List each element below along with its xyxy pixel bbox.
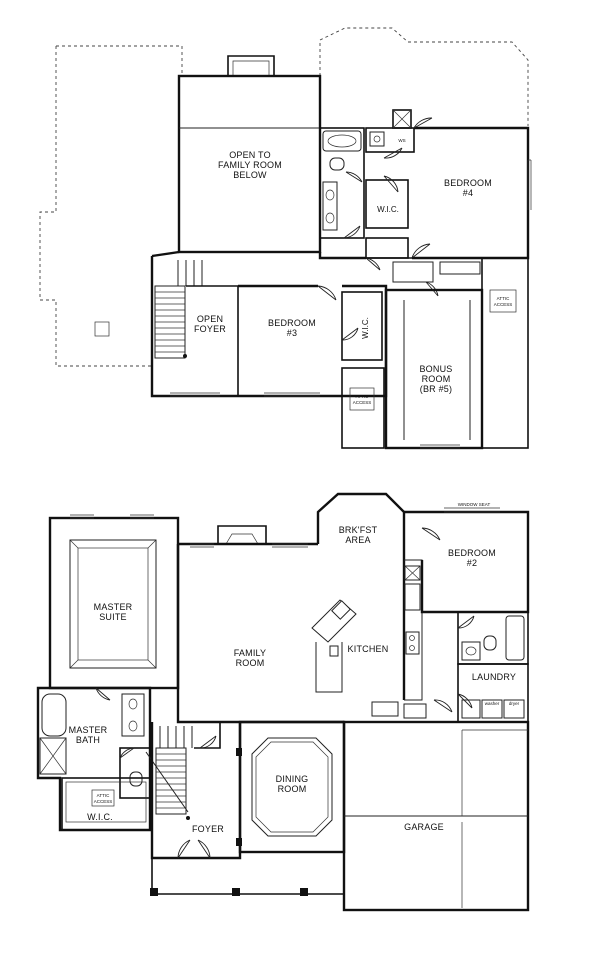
kitchen-island	[311, 599, 357, 693]
master-vanity	[121, 693, 145, 737]
upper-bath	[319, 127, 365, 239]
kitchen-label: KITCHEN	[348, 644, 389, 654]
roof-outline-right	[319, 27, 529, 126]
open-to-family-label-3: BELOW	[233, 170, 267, 180]
bonus-room-label-1: BONUS	[419, 364, 452, 374]
utility-sink	[461, 699, 481, 719]
washer-label: washer	[485, 701, 500, 706]
bath-2-toilet	[483, 635, 497, 651]
upper-vanity	[322, 181, 338, 231]
open-to-family-label-2: FAMILY ROOM	[218, 160, 282, 170]
wic-upper-label: W.I.C.	[377, 205, 399, 214]
upper-floor: OPEN TO FAMILY ROOM BELOW WS W.I.C. BEDR…	[39, 27, 532, 450]
brkfst-area	[316, 492, 406, 700]
open-foyer-label-1: OPEN	[197, 314, 223, 324]
laundry-label: LAUNDRY	[472, 672, 516, 682]
bedroom-2-label-1: BEDROOM	[448, 548, 496, 558]
refrigerator	[404, 583, 421, 611]
wic-vertical	[341, 291, 383, 361]
main-floor: MASTER SUITE FAMILY ROOM BRK'FST AREA KI…	[36, 492, 530, 912]
attic-access-upper-left-label-1: ATTIC	[356, 394, 369, 399]
master-suite-label-1: MASTER	[94, 602, 133, 612]
attic-access-main-label-1: ATTIC	[97, 793, 110, 798]
master-bath-label-1: MASTER	[69, 725, 108, 735]
washer	[481, 699, 503, 719]
open-foyer-label-2: FOYER	[194, 324, 226, 334]
master-bath-label-2: BATH	[76, 735, 100, 745]
master-bath	[36, 686, 152, 832]
open-foyer-rail	[186, 285, 239, 396]
bedroom-3-label-2: #3	[287, 328, 297, 338]
open-to-family-label-1: OPEN TO	[229, 150, 271, 160]
dining-room-label-1: DINING	[276, 774, 309, 784]
dryer-label: dryer	[509, 701, 520, 706]
master-wic-label: W.I.C.	[87, 812, 113, 822]
garage-label: GARAGE	[404, 822, 444, 832]
attic-access-upper-right	[481, 257, 529, 449]
wic-upper	[365, 179, 409, 229]
ws-label: WS	[398, 138, 405, 143]
attic-access-upper-right-label-2: ACCESS	[494, 302, 513, 307]
hvac-box	[392, 109, 412, 129]
brkfst-area-label-1: BRK'FST	[339, 525, 378, 535]
wic-vertical-label: W.I.C.	[361, 317, 370, 339]
upper-stairs	[154, 260, 203, 359]
master-tub	[41, 693, 67, 737]
bonus-room-label-2: ROOM	[422, 374, 451, 384]
master-wic	[61, 777, 151, 831]
family-room	[176, 542, 344, 724]
roof-vent	[94, 321, 110, 337]
attic-access-main-label-2: ACCESS	[94, 799, 113, 804]
stair-closet	[194, 721, 221, 749]
roof-outline-left	[39, 45, 183, 367]
attic-access-upper-left	[341, 367, 385, 449]
dryer	[503, 699, 525, 719]
upper-toilet	[329, 157, 345, 171]
brkfst-area-label-2: AREA	[345, 535, 370, 545]
bedroom-4-label-1: BEDROOM	[444, 178, 492, 188]
upper-tub	[322, 130, 362, 152]
foyer-label: FOYER	[192, 824, 224, 834]
chimney	[227, 55, 275, 76]
attic-access-upper-right-label-1: ATTIC	[497, 296, 510, 301]
master-toilet	[129, 771, 143, 787]
family-room-label-1: FAMILY	[234, 648, 267, 658]
attic-access-upper-left-label-2: ACCESS	[353, 400, 372, 405]
family-room-label-2: ROOM	[236, 658, 265, 668]
dining-room-label-2: ROOM	[278, 784, 307, 794]
bedroom-3-label-1: BEDROOM	[268, 318, 316, 328]
fireplace	[217, 525, 267, 544]
bonus-room-label-3: (BR #5)	[420, 384, 452, 394]
bedroom-2-label-2: #2	[467, 558, 477, 568]
master-suite-label-2: SUITE	[99, 612, 127, 622]
bedroom-4-label-2: #4	[463, 188, 473, 198]
bedroom-3	[238, 284, 388, 398]
linen-closet	[365, 127, 415, 153]
window-seat-label: WINDOW SEAT	[458, 502, 491, 507]
bath-2-vanity	[461, 641, 481, 661]
